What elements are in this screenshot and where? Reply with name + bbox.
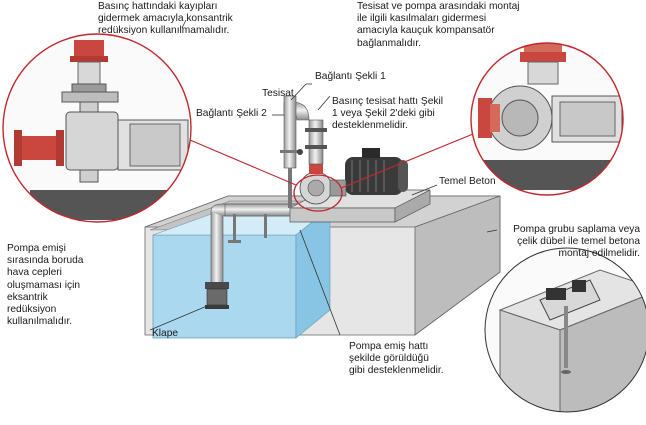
- motor: [345, 148, 408, 195]
- label-connection-1: Bağlantı Şekli 1: [315, 71, 386, 82]
- label-foot-valve: Klape: [152, 328, 179, 339]
- label-connection-2: Bağlantı Şekli 2: [196, 108, 267, 119]
- label-eccentric-reduction: Pompa emişi sırasında boruda hava cepler…: [7, 243, 84, 328]
- discharge-pipe: [280, 95, 327, 208]
- label-anchor-bolts: Pompa grubu saplama veya çelik dübel ile…: [513, 224, 640, 260]
- water-reservoir: [152, 207, 331, 339]
- pump: [293, 162, 347, 212]
- label-tesisat: Tesisat: [262, 88, 294, 99]
- pipe-support: [264, 214, 267, 238]
- left-detail-circle: [2, 33, 192, 223]
- label-discharge-support: Basınç tesisat hattı Şekil 1 veya Şekil …: [332, 96, 443, 132]
- label-suction-support: Pompa emiş hattı şekilde görüldüğü gibi …: [349, 341, 444, 377]
- right-detail-circle: [470, 42, 624, 196]
- label-rubber-compensator: Tesisat ve pompa arasındaki montaj ile i…: [357, 1, 520, 49]
- suction-pipe: [205, 203, 301, 309]
- callout-connectors: [189, 133, 474, 189]
- label-concentric-reduction: Basınç hattındaki kayıpları gidermek ama…: [98, 1, 233, 37]
- leader-lines: [149, 19, 498, 336]
- label-foundation-concrete: Temel Beton: [439, 176, 496, 187]
- bottom-right-detail-circle: [484, 247, 646, 413]
